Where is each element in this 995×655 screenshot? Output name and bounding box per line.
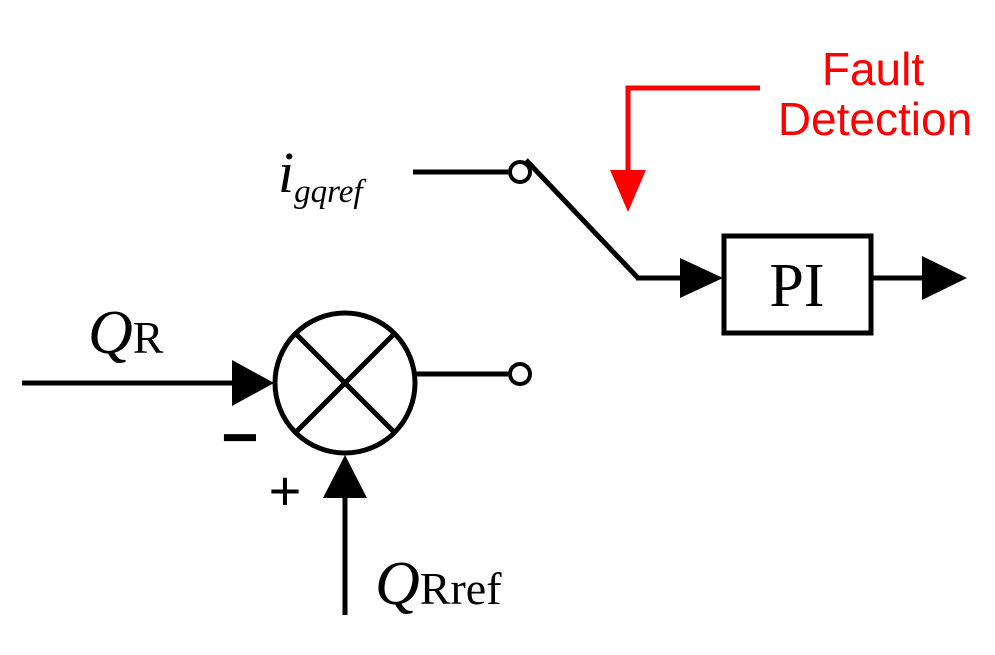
minus-sign: − <box>221 401 258 473</box>
summing-junction-icon <box>272 310 418 456</box>
arrowhead-icon <box>232 360 274 406</box>
qr-label: QR <box>88 299 164 367</box>
igqref-main: i <box>278 140 294 205</box>
pi-controller-block: PI <box>721 233 874 336</box>
qrref-subscript: Rref <box>420 563 502 614</box>
svg-text:igqref: igqref <box>278 140 366 210</box>
arrowhead-icon <box>323 455 367 498</box>
pi-input-arrow <box>636 258 723 298</box>
svg-text:QR: QR <box>88 299 164 367</box>
pi-output-arrow <box>871 256 967 300</box>
igqref-label: igqref <box>278 140 366 210</box>
fault-detection-label-line1: Fault <box>822 43 924 95</box>
qr-input-arrow <box>22 360 274 406</box>
qrref-input-arrow <box>323 455 367 615</box>
qr-subscript: R <box>133 312 164 363</box>
switch-upper-terminal <box>508 160 532 184</box>
pi-label: PI <box>769 252 824 320</box>
fault-detection-label-line2: Detection <box>778 93 972 145</box>
arrowhead-icon <box>922 256 967 300</box>
qrref-main: Q <box>375 550 420 618</box>
svg-text:QRref: QRref <box>375 550 502 618</box>
arrowhead-icon <box>680 258 723 298</box>
arrowhead-icon <box>610 170 646 212</box>
qrref-label: QRref <box>375 550 502 618</box>
plus-sign: + <box>269 459 302 522</box>
switch-lower-terminal <box>508 362 532 386</box>
igqref-subscript: gqref <box>294 174 366 210</box>
qr-main: Q <box>88 299 133 367</box>
fault-detection-arrow <box>610 85 760 212</box>
switch-blade <box>524 158 640 280</box>
